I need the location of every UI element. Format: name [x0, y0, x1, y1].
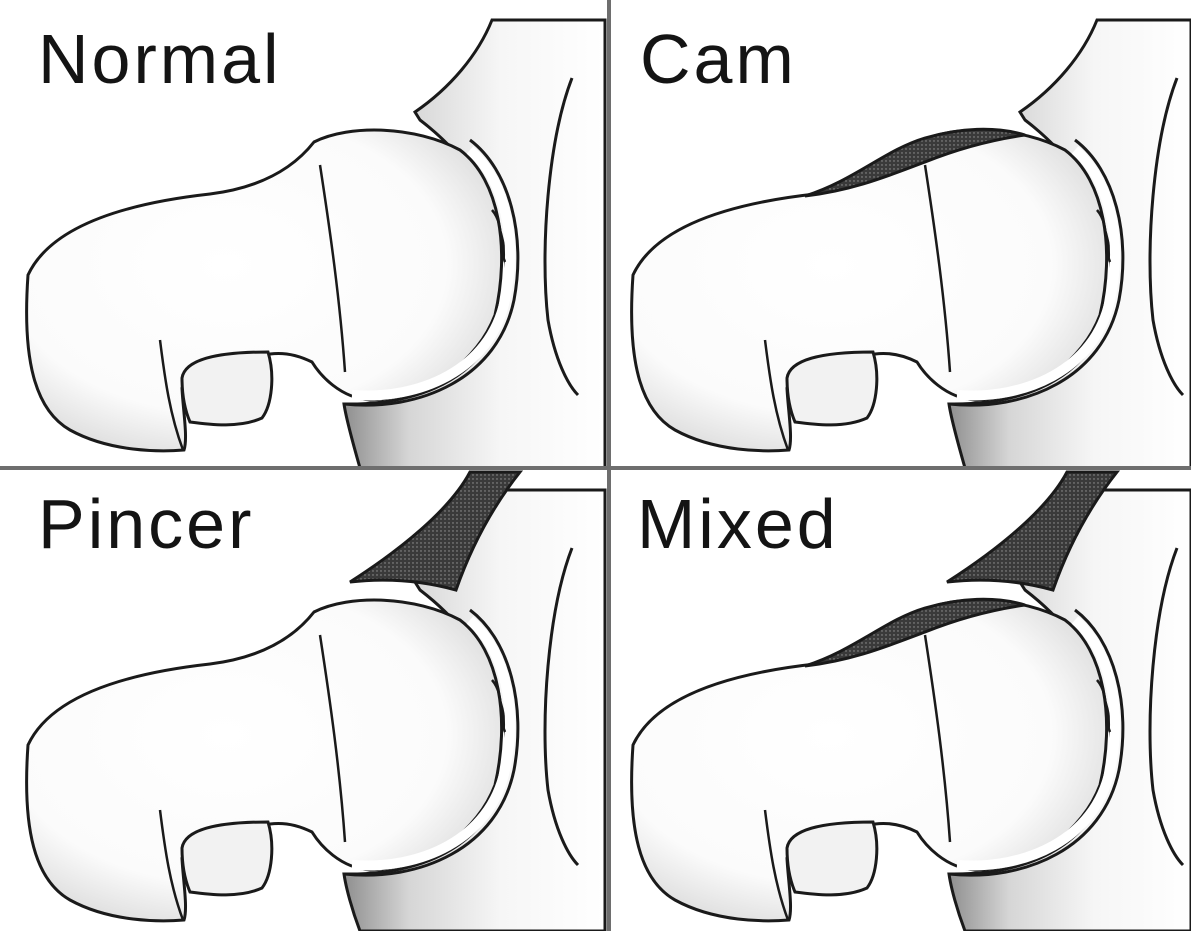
panel-label-cam: Cam — [640, 20, 797, 98]
panel-label-mixed: Mixed — [637, 485, 839, 563]
panel-label-pincer: Pincer — [38, 485, 254, 563]
panel-label-normal: Normal — [38, 20, 282, 98]
